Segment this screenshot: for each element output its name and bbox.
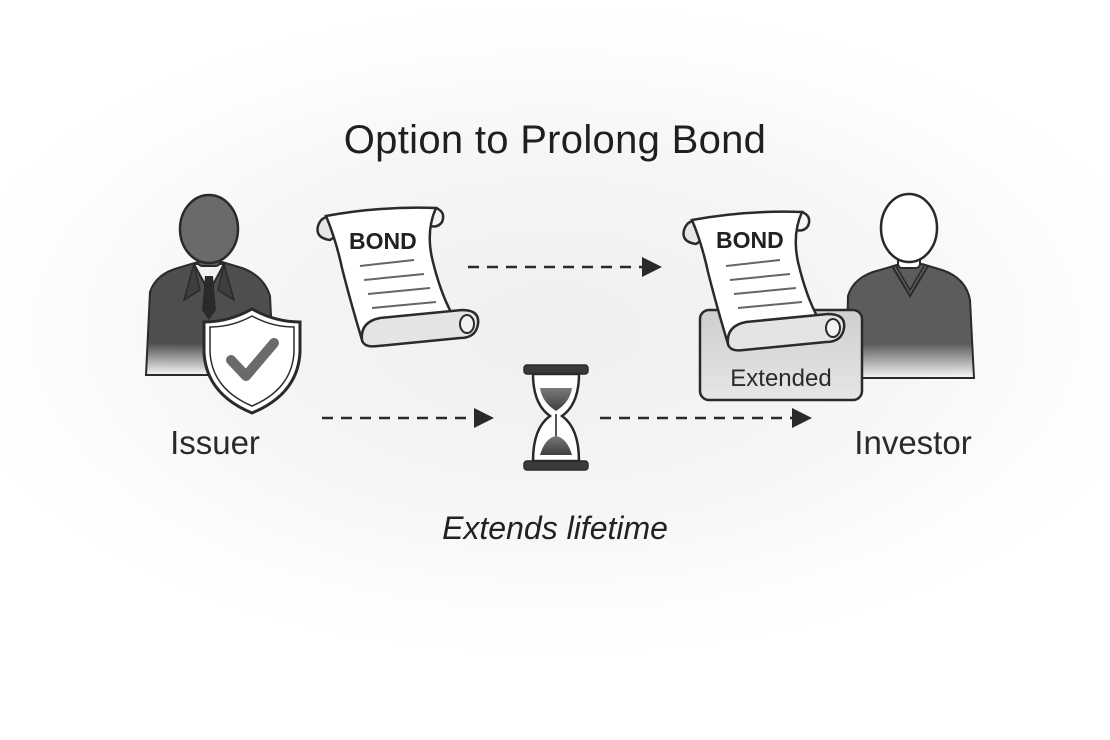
bond-label-extended: BOND [716,227,784,253]
shield-check-icon [202,307,302,415]
issuer-label: Issuer [170,424,260,461]
bond-label: BOND [349,228,417,254]
investor-label: Investor [854,424,972,461]
bond-scroll-icon: BOND [316,206,480,348]
investor-person-icon [844,192,976,379]
diagram-caption: Extends lifetime [442,510,668,546]
hourglass-icon [523,364,589,471]
extended-badge-label: Extended [730,365,831,392]
extended-bond-scroll-icon: BOND [682,210,846,352]
diagram-title: Option to Prolong Bond [343,118,767,162]
